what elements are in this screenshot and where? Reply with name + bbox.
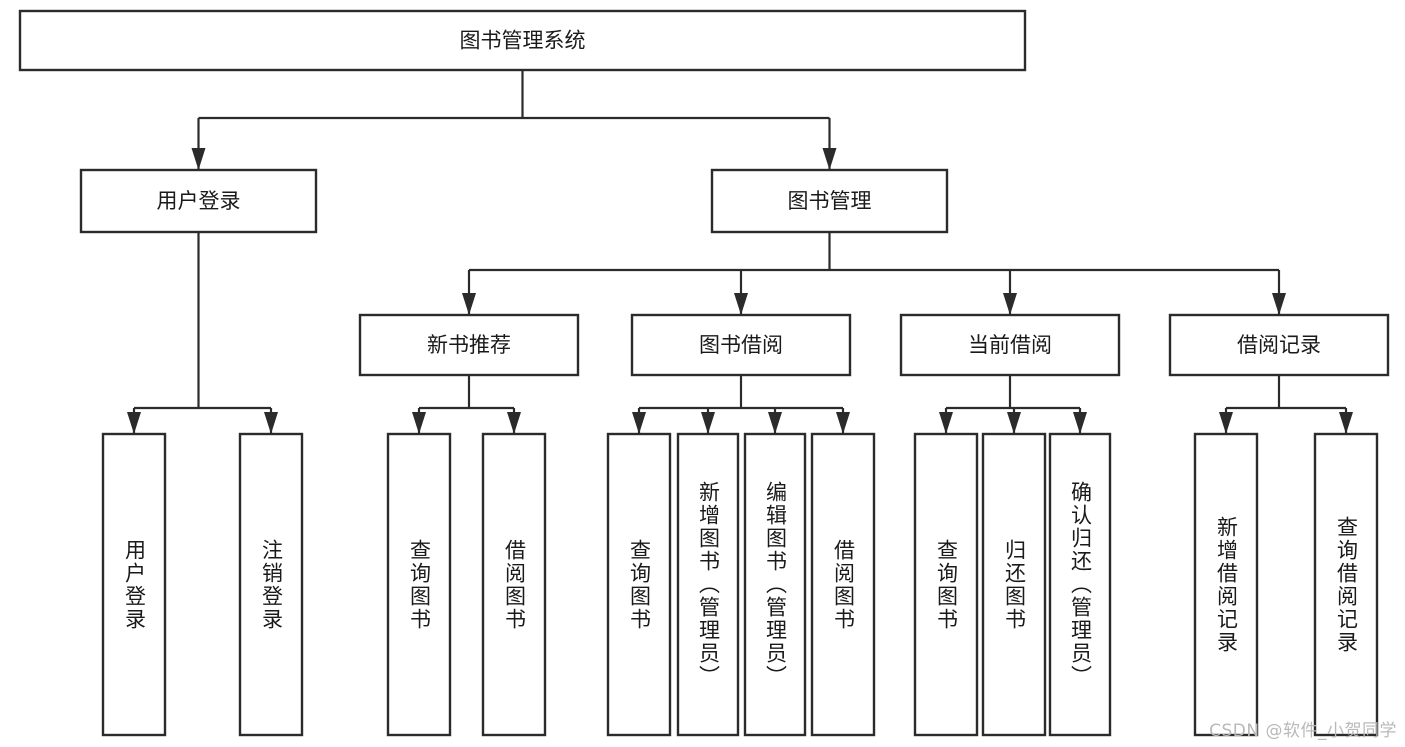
node-label-user-login: 用户登录 — [157, 189, 241, 213]
arrow-head-icon-leaf — [412, 412, 426, 434]
leaf-box[interactable] — [481, 432, 547, 737]
node-label-new-book-recommend: 新书推荐 — [427, 333, 511, 357]
node-box-root[interactable] — [18, 9, 1027, 72]
leaf-box[interactable] — [1193, 432, 1259, 737]
arrow-head-icon-leaf — [836, 412, 850, 434]
arrow-head-icon-leaf — [632, 412, 646, 434]
leaf-box[interactable] — [981, 432, 1047, 737]
leaf-box[interactable] — [913, 432, 979, 737]
arrow-head-icon-leaf — [939, 412, 953, 434]
leaf-box[interactable] — [676, 432, 740, 737]
arrow-head-icon-book-borrow — [734, 293, 748, 315]
node-label-root: 图书管理系统 — [460, 29, 586, 53]
leaf-box[interactable] — [810, 432, 876, 737]
node-box-user-login[interactable] — [79, 168, 318, 234]
arrow-head-icon-leaf — [768, 412, 782, 434]
node-box-borrow-record[interactable] — [1168, 313, 1390, 377]
node-label-book-borrow: 图书借阅 — [699, 333, 783, 357]
leaf-box[interactable] — [1313, 432, 1379, 737]
leaf-box[interactable] — [386, 432, 452, 737]
arrow-head-icon-leaf — [1219, 412, 1233, 434]
arrow-head-icon-leaf — [1339, 412, 1353, 434]
arrow-head-icon-leaf — [1007, 412, 1021, 434]
arrow-head-icon-current-borrow — [1003, 293, 1017, 315]
arrow-head-icon-leaf — [1073, 412, 1087, 434]
node-label-borrow-record: 借阅记录 — [1237, 333, 1321, 357]
leaf-box[interactable] — [101, 432, 167, 737]
watermark-text: CSDN @软件_小贺同学 — [1209, 721, 1397, 741]
arrow-head-icon-borrow-record — [1272, 293, 1286, 315]
leaf-box[interactable] — [743, 432, 807, 737]
leaf-box[interactable] — [238, 432, 304, 737]
node-box-book-borrow[interactable] — [630, 313, 852, 377]
arrow-head-icon-leaf — [127, 412, 141, 434]
arrow-head-icon-leaf — [264, 412, 278, 434]
leaf-box[interactable] — [606, 432, 672, 737]
arrow-head-icon-leaf — [507, 412, 521, 434]
arrow-head-icon-new-book-recommend — [462, 293, 476, 315]
arrow-head-icon-leaf — [701, 412, 715, 434]
leaf-box[interactable] — [1048, 432, 1112, 737]
arrow-head-icon-book-management — [822, 148, 837, 170]
node-box-book-management[interactable] — [710, 168, 949, 234]
arrow-head-icon-user-login — [191, 148, 206, 170]
node-label-book-management: 图书管理 — [788, 189, 872, 213]
node-label-current-borrow: 当前借阅 — [968, 333, 1052, 357]
